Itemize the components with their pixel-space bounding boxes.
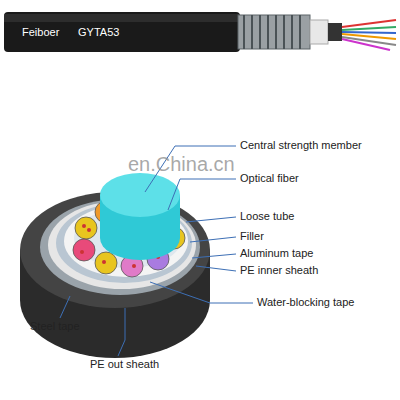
part-label: PE out sheath bbox=[90, 358, 159, 371]
watermark: en.China.cn bbox=[128, 152, 235, 176]
part-label: Water-blocking tape bbox=[257, 296, 354, 309]
part-label: Optical fiber bbox=[240, 172, 299, 185]
brand-print: Feiboer bbox=[22, 26, 59, 39]
model-print: GYTA53 bbox=[78, 26, 119, 39]
part-label: Aluminum tape bbox=[240, 247, 313, 260]
part-label: Loose tube bbox=[240, 210, 294, 223]
part-label: Central strength member bbox=[240, 139, 362, 152]
part-label: PE inner sheath bbox=[240, 264, 318, 277]
part-label: Filler bbox=[240, 230, 264, 243]
part-label: Steel tape bbox=[30, 320, 80, 333]
